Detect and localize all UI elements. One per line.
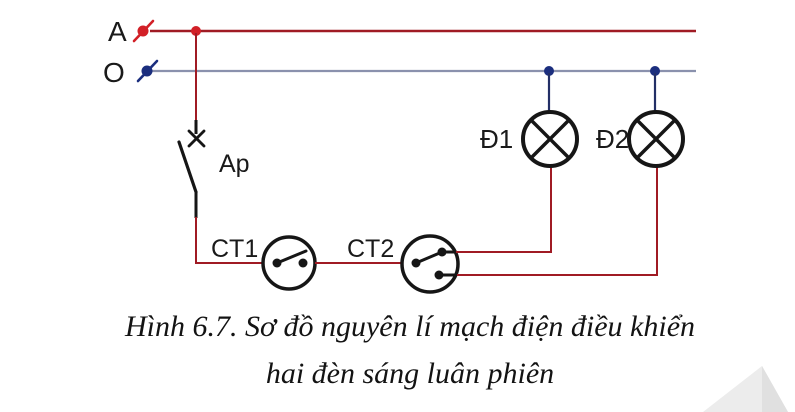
switch2-circle [400,234,460,294]
watermark-triangle-dark [762,366,788,412]
switch2-blade [414,250,444,265]
figure-caption-line1: Hình 6.7. Sơ đồ nguyên lí mạch điện điều… [124,310,696,343]
neutral-junction-dot-lamp2 [650,66,660,76]
breaker-branch [177,33,264,264]
switch1-contact-right [298,258,308,268]
switch1-symbol [261,235,317,291]
breaker-cross-stroke-2 [187,129,206,148]
phase-terminal-dot [137,25,149,37]
neutral-junction-dot-lamp1 [544,66,554,76]
power-lines [132,19,696,83]
figure-caption-line2: hai đèn sáng luân phiên [265,357,555,390]
lamp2-symbol [627,73,685,168]
switch1-label: CT1 [211,235,258,263]
corner-watermark [703,366,788,412]
wire-switch2-to-lamp1 [456,166,552,253]
neutral-terminal-label: O [103,57,125,88]
wire-switch2-to-lamp2 [457,166,658,276]
switch1-contact-left [272,258,282,268]
switch2-label: CT2 [347,235,394,263]
switch2-contact-left [411,258,421,268]
breaker-label: Ap [219,150,250,178]
lamp2-label: Đ2 [596,124,629,154]
switch2-contact-lower [434,270,444,280]
lamp1-label: Đ1 [480,124,513,154]
lamp1-cross-stroke-2 [529,118,571,160]
lamp2-cross-stroke-2 [635,118,677,160]
switch2-contact-upper [437,247,447,257]
switch1-blade [275,249,308,265]
circuit-diagram: A O Ap CT1 CT2 Đ1 Đ2 [103,16,696,294]
phase-terminal-label: A [108,16,127,47]
figure-caption: Hình 6.7. Sơ đồ nguyên lí mạch điện điều… [25,303,795,397]
lamp1-symbol [521,73,579,168]
switch2-symbol [400,234,460,294]
wire-breaker-to-switch1 [195,217,264,264]
neutral-terminal-dot [141,65,153,77]
phase-junction-dot [191,26,201,36]
breaker-blade [177,140,198,194]
